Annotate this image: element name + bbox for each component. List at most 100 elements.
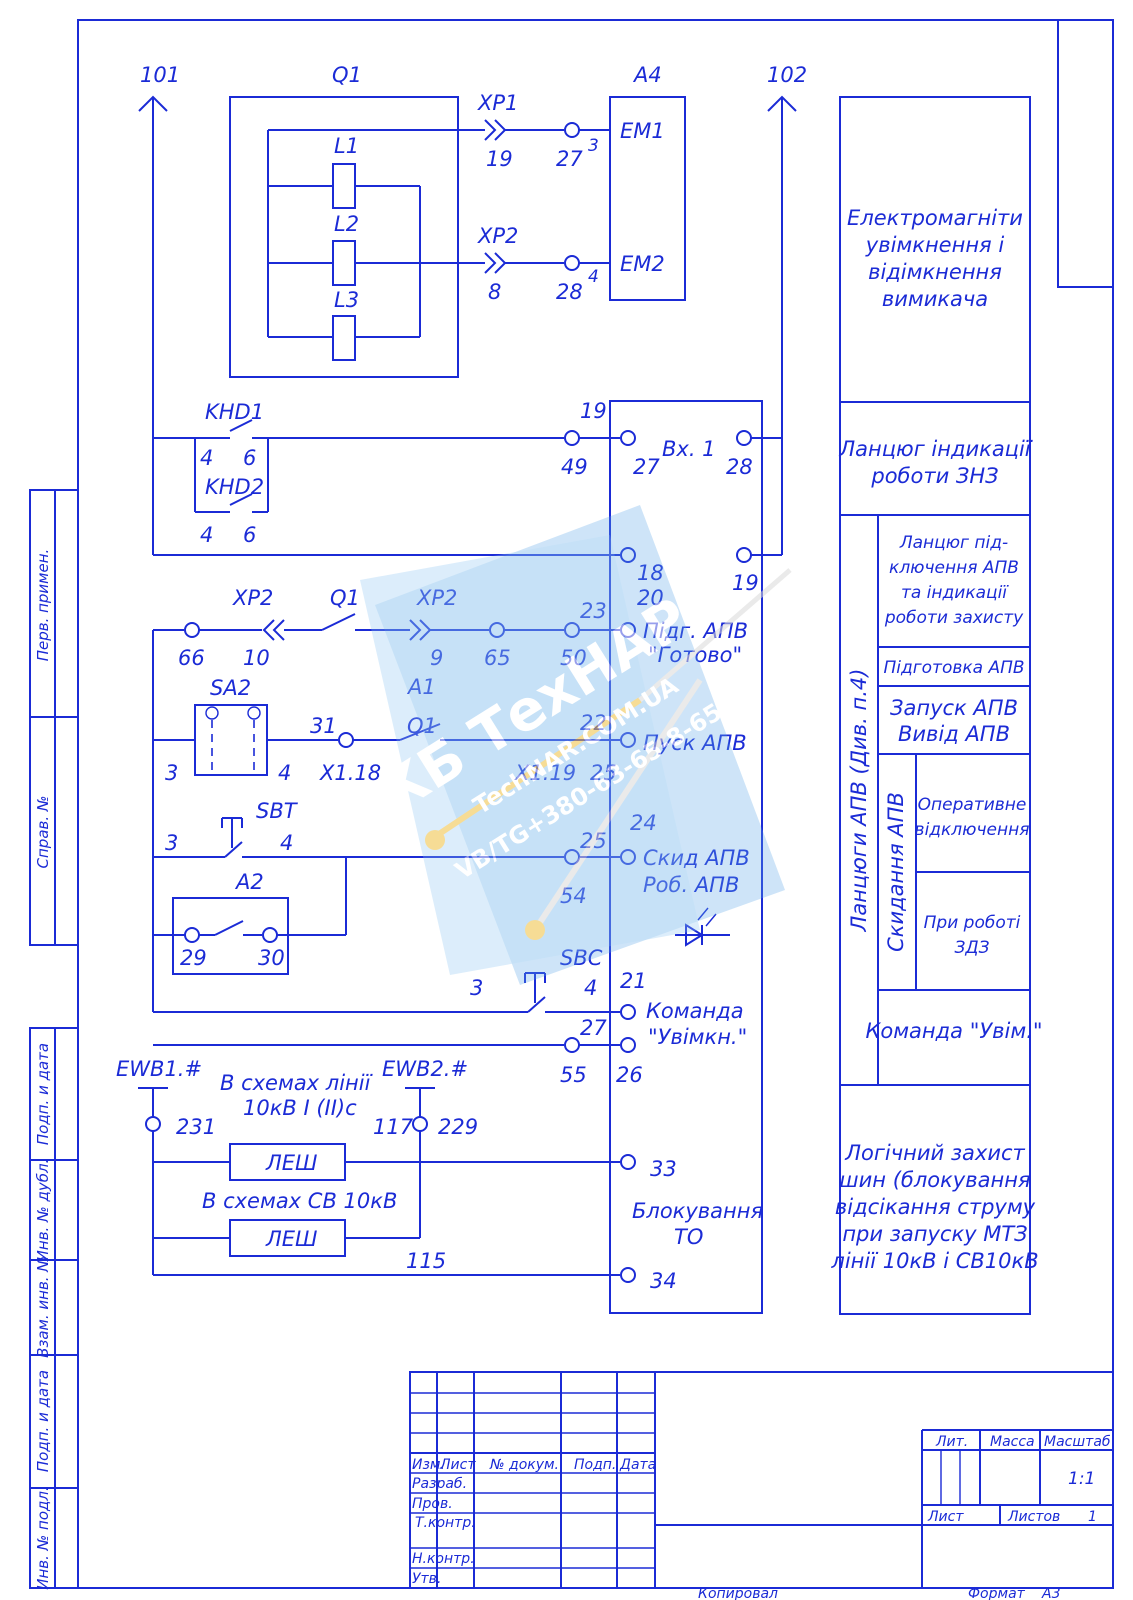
legend-zzn-1: Ланцюг індикації xyxy=(838,437,1033,461)
watermark: КБ ТехНАР TechNAR.COM.UA VB/TG+380-63-65… xyxy=(360,505,792,985)
a1-block-2: ТО xyxy=(674,1225,703,1249)
tb-col-podp: Подп. xyxy=(574,1457,616,1473)
bus-101 xyxy=(138,95,168,555)
xp2-pin: 8 xyxy=(488,280,501,304)
coil-l1-label: L1 xyxy=(334,134,359,158)
sbc-button xyxy=(153,972,636,1020)
a1-t23: 23 xyxy=(580,599,607,623)
khd2-pin6: 6 xyxy=(243,523,256,547)
note-line-2: 10кВ І (ІІ)с xyxy=(243,1096,357,1120)
legend-em-1: Електромагніти xyxy=(847,206,1023,230)
prep-q1-label: Q1 xyxy=(330,586,360,610)
legend-lzsh-1: Логічний захист xyxy=(844,1141,1025,1165)
a2-block xyxy=(153,857,347,975)
sa2-label: SA2 xyxy=(210,676,251,700)
a2-t29: 29 xyxy=(180,946,207,970)
sbt-label: SBT xyxy=(256,799,299,823)
legend-apv-conn-1: Ланцюг під- xyxy=(899,533,1008,553)
sa2-switch xyxy=(153,704,636,776)
a4-em1: EM1 xyxy=(620,119,665,143)
ewb-t117: 117 xyxy=(373,1115,414,1139)
row-55 xyxy=(153,1037,636,1053)
tb-row-tkontr: Т.контр. xyxy=(415,1515,476,1531)
footer-copied: Копировал xyxy=(698,1586,778,1600)
title-block xyxy=(409,1371,1114,1589)
legend-em-2: увімкнення і xyxy=(865,233,1005,257)
prep-t10: 10 xyxy=(243,646,270,670)
legend-zdz-1: При роботі xyxy=(924,913,1021,933)
a1-t27: 27 xyxy=(633,455,660,479)
sbt-t4: 4 xyxy=(280,831,293,855)
led-indicator xyxy=(675,907,730,947)
sbc-t4: 4 xyxy=(584,976,597,1000)
a1-t55: 55 xyxy=(560,1063,587,1087)
xp2-label: XP2 xyxy=(477,224,518,248)
xp1-connector xyxy=(484,119,610,141)
tb-list: Лист xyxy=(927,1509,964,1525)
stamp-vzam-inv: Взам. инв. № xyxy=(34,1256,52,1358)
bus-101-label: 101 xyxy=(140,63,180,87)
tb-scale: 1:1 xyxy=(1068,1469,1095,1489)
tb-row-prov: Пров. xyxy=(412,1496,453,1512)
prep-t9: 9 xyxy=(430,646,443,670)
prep-xp2-label: XP2 xyxy=(232,586,273,610)
stamp-podp-data-2: Подп. и дата xyxy=(34,1370,52,1472)
sa2-x118: X1.18 xyxy=(319,761,381,785)
ewb-t231: 231 xyxy=(176,1115,216,1139)
bus-102-label: 102 xyxy=(767,63,807,87)
xp1-pin: 19 xyxy=(486,147,513,171)
a1-t33: 33 xyxy=(650,1157,677,1181)
tb-row-razrab: Разраб. xyxy=(412,1476,467,1492)
stamp-inv-dubl: Инв. № дубл. xyxy=(34,1159,52,1262)
legend-apv-conn-4: роботи захисту xyxy=(884,608,1024,628)
legend-apv-group: Ланцюги АПВ (Див. п.4) xyxy=(847,669,871,933)
a1-t19-top: 19 xyxy=(580,399,607,423)
a4-t28: 28 xyxy=(556,280,583,304)
khd2-pin4: 4 xyxy=(200,523,213,547)
khd1-label: KHD1 xyxy=(205,400,264,424)
a1-label: A1 xyxy=(406,675,436,699)
a4-t4: 4 xyxy=(588,267,599,287)
ewb2-label: EWB2.# xyxy=(382,1057,468,1081)
sa2-t31: 31 xyxy=(310,714,337,738)
stamp-sprav-no: Справ. № xyxy=(34,796,52,869)
ewb-t115: 115 xyxy=(406,1249,446,1273)
khd-circuit xyxy=(153,419,782,513)
a1-t34: 34 xyxy=(650,1269,677,1293)
stamp-perv-primen: Перв. примен. xyxy=(34,549,52,662)
a1-cmd-1: Команда xyxy=(646,999,744,1023)
ewb-t229: 229 xyxy=(438,1115,478,1139)
lesh-2-label: ЛЕШ xyxy=(265,1227,318,1251)
a1-t28: 28 xyxy=(726,455,753,479)
legend-apv-start-1: Запуск АПВ xyxy=(890,696,1018,720)
a1-reset: Скид АПВ xyxy=(643,846,750,870)
stamp-podp-data-1: Подп. и дата xyxy=(34,1043,52,1145)
legend-lzsh-2: шин (блокування xyxy=(839,1168,1030,1192)
a2-t30: 30 xyxy=(258,946,285,970)
a1-t27b: 27 xyxy=(580,1016,607,1040)
a4-em2: EM2 xyxy=(620,252,665,276)
a1-t18: 18 xyxy=(637,561,664,585)
legend-apv-conn-3: та індикації xyxy=(901,583,1009,603)
xp1-label: XP1 xyxy=(477,91,518,115)
a1-t20: 20 xyxy=(637,586,664,610)
a4-t27: 27 xyxy=(556,147,583,171)
ewb1-label: EWB1.# xyxy=(116,1057,202,1081)
coil-l3-label: L3 xyxy=(334,288,359,312)
coil-l1 xyxy=(332,163,356,209)
tb-col-doc: № докум. xyxy=(489,1457,559,1473)
a2-label: A2 xyxy=(234,870,264,894)
sa2-t4: 4 xyxy=(278,761,291,785)
tb-massa: Масса xyxy=(990,1434,1035,1450)
legend-lzsh-5: лінії 10кВ і СВ10кВ xyxy=(830,1249,1038,1273)
coil-l2 xyxy=(332,240,356,286)
sa2-t3: 3 xyxy=(165,761,178,785)
bus-102 xyxy=(767,95,797,555)
stamp-inv-podl: Инв. № подл. xyxy=(34,1486,52,1589)
a1-t24: 24 xyxy=(630,811,657,835)
q1-title: Q1 xyxy=(332,63,362,87)
legend-em-4: вимикача xyxy=(882,287,988,311)
legend-op-off-2: відключення xyxy=(915,820,1030,840)
tb-lit: Лит. xyxy=(935,1434,968,1450)
a1-term-18 xyxy=(620,547,636,563)
